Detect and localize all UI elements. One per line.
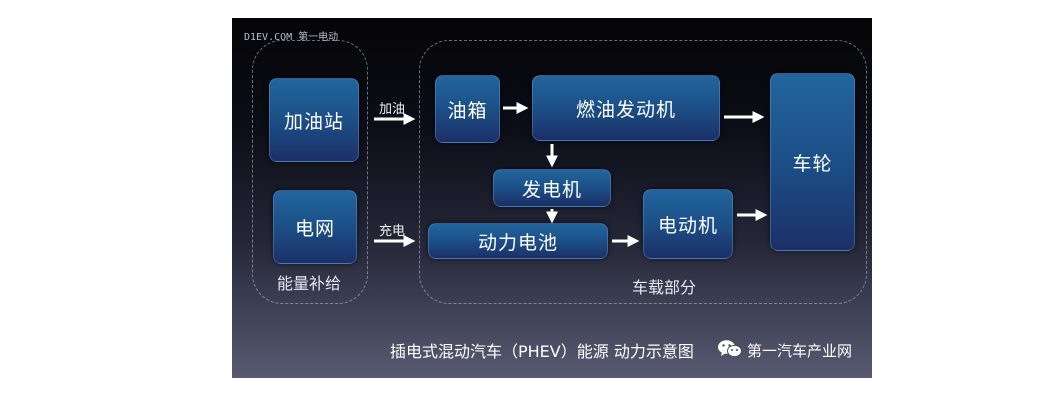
arrows-layer xyxy=(374,102,768,247)
gas-station-box: 加油站 xyxy=(269,78,359,162)
vehicle-group xyxy=(419,40,867,304)
grid-box: 电网 xyxy=(273,190,357,264)
diagram-panel: D1EV.COM 第一电动 加油站 电网 油箱 燃油发动机 车轮 发电机 电动机… xyxy=(232,18,872,378)
source-label: 第一汽车产业网 xyxy=(747,342,853,360)
motor-box: 电动机 xyxy=(643,189,733,259)
energy-supply-group xyxy=(252,40,368,304)
charge-label: 充电 xyxy=(379,224,406,239)
refuel-label: 加油 xyxy=(379,102,406,117)
wechat-icon xyxy=(717,339,743,359)
engine-box: 燃油发动机 xyxy=(532,75,720,141)
fuel-tank-box: 油箱 xyxy=(435,75,500,143)
watermark: D1EV.COM 第一电动 xyxy=(244,32,339,43)
generator-box: 发电机 xyxy=(493,169,611,207)
vehicle-part-label: 车载部分 xyxy=(632,278,697,297)
diagram-caption: 插电式混动汽车（PHEV）能源 动力示意图 xyxy=(390,342,694,361)
wheels-box: 车轮 xyxy=(770,73,855,251)
battery-box: 动力电池 xyxy=(428,223,608,259)
energy-supply-label: 能量补给 xyxy=(277,274,342,293)
